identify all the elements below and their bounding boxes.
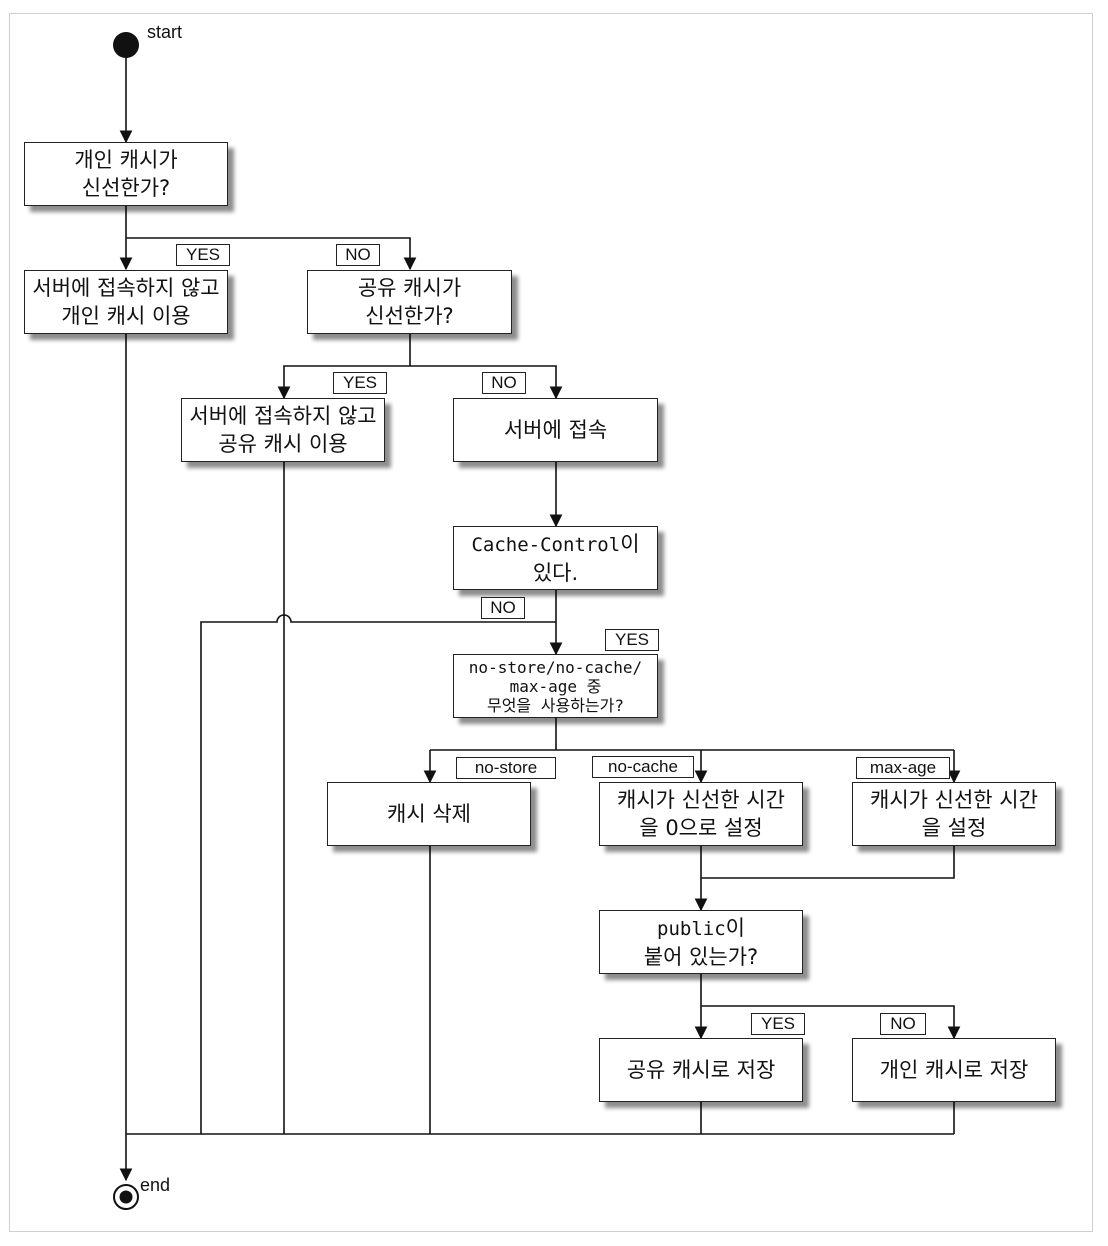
public-code: public xyxy=(657,917,726,940)
private-cache-fresh-decision: 개인 캐시가 신선한가? xyxy=(24,142,228,206)
fresh-set-box: 캐시가 신선한 시간 을 설정 xyxy=(852,782,1056,846)
edge-shared-yes xyxy=(277,365,410,400)
connect-server-text: 서버에 접속 xyxy=(503,418,608,442)
label-no-cache-control: NO xyxy=(481,597,525,619)
fresh-zero-text: 캐시가 신선한 시간 을 0으로 설정 xyxy=(617,788,785,840)
fresh-set-text: 캐시가 신선한 시간 을 설정 xyxy=(870,788,1038,840)
public-line2: 붙어 있는가? xyxy=(643,944,759,969)
label-yes-cache-control: YES xyxy=(605,629,659,651)
label-yes-private: YES xyxy=(176,244,230,266)
cache-control-suffix: 이 xyxy=(620,531,640,556)
start-node xyxy=(113,32,139,58)
which-directive-decision: no-store/no-cache/ max-age 중 무엇을 사용하는가? xyxy=(453,654,658,718)
connect-server-box: 서버에 접속 xyxy=(453,398,658,462)
use-private-cache-box: 서버에 접속하지 않고 개인 캐시 이용 xyxy=(24,270,228,334)
start-label: start xyxy=(147,22,183,42)
label-no-cache: no-cache xyxy=(592,756,694,778)
which-directive-text: no-store/no-cache/ max-age 중 무엇을 사용하는가? xyxy=(468,657,643,715)
label-no-private: NO xyxy=(336,244,380,266)
use-private-cache-text: 서버에 접속하지 않고 개인 캐시 이용 xyxy=(32,276,220,328)
cache-control-code: Cache-Control xyxy=(471,533,621,556)
delete-cache-text: 캐시 삭제 xyxy=(387,802,471,826)
cache-control-line2: 있다. xyxy=(532,560,579,585)
edge-public-no xyxy=(701,1005,961,1040)
shared-cache-fresh-text: 공유 캐시가 신선한가? xyxy=(357,276,462,328)
end-label: end xyxy=(140,1175,171,1195)
label-yes-shared: YES xyxy=(333,372,387,394)
label-yes-public: YES xyxy=(751,1013,805,1035)
public-suffix: 이 xyxy=(725,915,745,940)
label-no-store: no-store xyxy=(456,757,556,779)
store-private-text: 개인 캐시로 저장 xyxy=(879,1058,1029,1082)
delete-cache-box: 캐시 삭제 xyxy=(327,782,531,846)
shared-cache-fresh-decision: 공유 캐시가 신선한가? xyxy=(307,270,512,334)
use-shared-cache-box: 서버에 접속하지 않고 공유 캐시 이용 xyxy=(181,398,385,462)
fresh-zero-box: 캐시가 신선한 시간 을 0으로 설정 xyxy=(599,782,803,846)
label-no-shared: NO xyxy=(482,372,526,394)
store-shared-box: 공유 캐시로 저장 xyxy=(599,1038,803,1102)
edge-private-no xyxy=(126,237,417,271)
label-no-public: NO xyxy=(880,1013,926,1035)
use-shared-cache-text: 서버에 접속하지 않고 공유 캐시 이용 xyxy=(189,404,377,456)
private-cache-fresh-text: 개인 캐시가 신선한가? xyxy=(74,148,178,200)
label-max-age: max-age xyxy=(856,757,950,779)
edge-shared-no xyxy=(410,365,563,400)
store-shared-text: 공유 캐시로 저장 xyxy=(626,1058,776,1082)
diagram-frame xyxy=(9,13,1093,1232)
edge-cc-no xyxy=(200,614,556,1134)
store-private-box: 개인 캐시로 저장 xyxy=(852,1038,1056,1102)
